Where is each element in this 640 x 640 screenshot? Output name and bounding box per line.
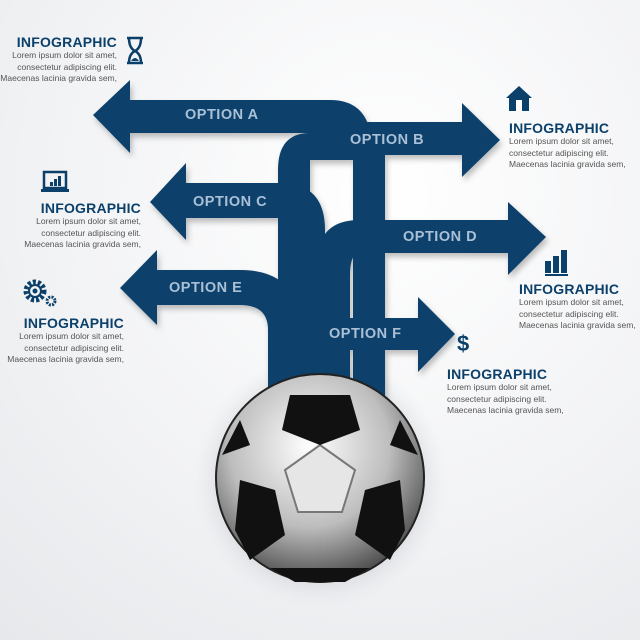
info-block-dollar: INFOGRAPHIC Lorem ipsum dolor sit amet, … [447,366,564,417]
bar-chart-icon [545,250,568,276]
option-a-label: OPTION A [185,107,259,123]
block-text: Maecenas lacinia gravida sem, [447,405,564,415]
block-text: consectetur adipiscing elit. [17,61,117,72]
block-text: consectetur adipiscing elit. [519,308,619,319]
block-text: Maecenas lacinia gravida sem, [519,320,636,330]
block-text: Lorem ipsum dolor sit amet, [509,136,614,146]
option-c-label: OPTION C [193,194,268,210]
info-block-hourglass: INFOGRAPHIC Lorem ipsum dolor sit amet, … [0,34,117,85]
dollar-icon: $ [457,331,470,356]
option-f-label: OPTION F [329,326,402,342]
block-text: Lorem ipsum dolor sit amet, [36,216,141,226]
block-text: Lorem ipsum dolor sit amet, [19,331,124,341]
block-text: Lorem ipsum dolor sit amet, [12,50,117,60]
gears-icon [23,279,57,307]
block-title: INFOGRAPHIC [23,315,124,331]
block-text: consectetur adipiscing elit. [509,147,609,158]
block-text: Lorem ipsum dolor sit amet, [447,382,552,392]
arrow-e-stem [157,270,300,400]
info-block-bar-chart: INFOGRAPHIC Lorem ipsum dolor sit amet, … [519,281,636,332]
block-text: Lorem ipsum dolor sit amet, [519,297,624,307]
block-title: INFOGRAPHIC [509,120,610,136]
block-text: Maecenas lacinia gravida sem, [0,73,117,83]
info-block-gears: INFOGRAPHIC Lorem ipsum dolor sit amet, … [7,315,124,366]
block-text: consectetur adipiscing elit. [41,227,141,238]
block-text: Maecenas lacinia gravida sem, [7,354,124,364]
arrow-c-head [150,163,186,240]
block-title: INFOGRAPHIC [40,200,141,216]
block-text: consectetur adipiscing elit. [24,342,124,353]
hourglass-icon [127,36,143,65]
block-text: consectetur adipiscing elit. [447,393,547,404]
block-title: INFOGRAPHIC [519,281,620,297]
block-text: Maecenas lacinia gravida sem, [509,159,626,169]
arrow-b [310,103,500,400]
info-block-home: INFOGRAPHIC Lorem ipsum dolor sit amet, … [509,120,626,171]
option-b-label: OPTION B [350,132,425,148]
home-icon [506,86,532,111]
option-e-label: OPTION E [169,280,243,296]
option-d-label: OPTION D [403,229,478,245]
arrow-a [93,80,372,400]
soccer-ball-icon [215,373,425,583]
block-title: INFOGRAPHIC [16,34,117,50]
arrow-e-head [120,250,157,325]
block-title: INFOGRAPHIC [447,366,548,382]
info-block-laptop: INFOGRAPHIC Lorem ipsum dolor sit amet, … [24,200,141,251]
block-text: Maecenas lacinia gravida sem, [24,239,141,249]
laptop-chart-icon [41,170,69,192]
